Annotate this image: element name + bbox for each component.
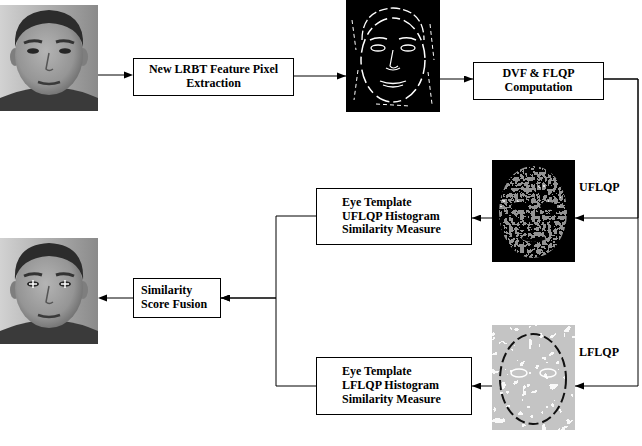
output-face-photo: [0, 238, 98, 344]
face-contour: [500, 334, 566, 424]
box-text: New LRBT Feature Pixel Extraction: [141, 63, 286, 91]
arrow-head: [337, 73, 346, 80]
image-label: LFLQP: [579, 346, 619, 360]
arrow-line: [106, 298, 133, 299]
image-label: UFLQP: [579, 181, 620, 195]
box-text: Similarity Score Fusion: [141, 284, 213, 312]
image-ground: [492, 160, 575, 262]
eye-region: [511, 369, 527, 377]
texture-fill: [492, 325, 575, 430]
edge-noise: [352, 20, 434, 106]
arrow-head: [575, 383, 584, 390]
mouth-edge: [380, 81, 406, 87]
uflqp-image: [492, 160, 575, 262]
flow-arrow: [221, 298, 316, 386]
box-text: Eye Template UFLQP Histogram Similarity …: [342, 196, 446, 237]
image-ground: [346, 0, 440, 112]
process-box: Eye Template UFLQP Histogram Similarity …: [316, 188, 472, 245]
mouth-region: [522, 238, 545, 241]
eye-mark: [29, 280, 69, 288]
feature-pixel-image: [346, 0, 440, 112]
box-text: DVF & FLQP Computation: [481, 67, 596, 95]
texture-fill: [492, 160, 575, 262]
eye-region: [511, 202, 527, 210]
connector-group: [221, 76, 638, 386]
arrow-head: [575, 215, 584, 222]
arrow-line: [98, 75, 125, 76]
eye-region: [540, 202, 556, 210]
face-contour: [361, 18, 425, 102]
brow-edge: [370, 38, 416, 40]
process-box: Eye Template LFLQP Histogram Similarity …: [316, 357, 472, 415]
input-face-photo: [0, 5, 98, 111]
eye-edge: [371, 45, 385, 51]
process-box: DVF & FLQP Computation: [473, 62, 604, 100]
process-box: New LRBT Feature Pixel Extraction: [133, 58, 294, 96]
hair-edge: [362, 8, 424, 40]
box-text: Eye Template LFLQP Histogram Similarity …: [342, 365, 446, 406]
eye-edge: [401, 45, 415, 51]
eye-region: [540, 369, 556, 377]
flow-arrow: [221, 216, 316, 298]
uflqp-texture: [492, 160, 575, 262]
arrow-head: [124, 72, 133, 79]
process-box: Similarity Score Fusion: [133, 278, 221, 318]
nose-edge: [386, 50, 400, 70]
lflqp-image: [492, 325, 575, 430]
arrow-head: [98, 295, 107, 302]
